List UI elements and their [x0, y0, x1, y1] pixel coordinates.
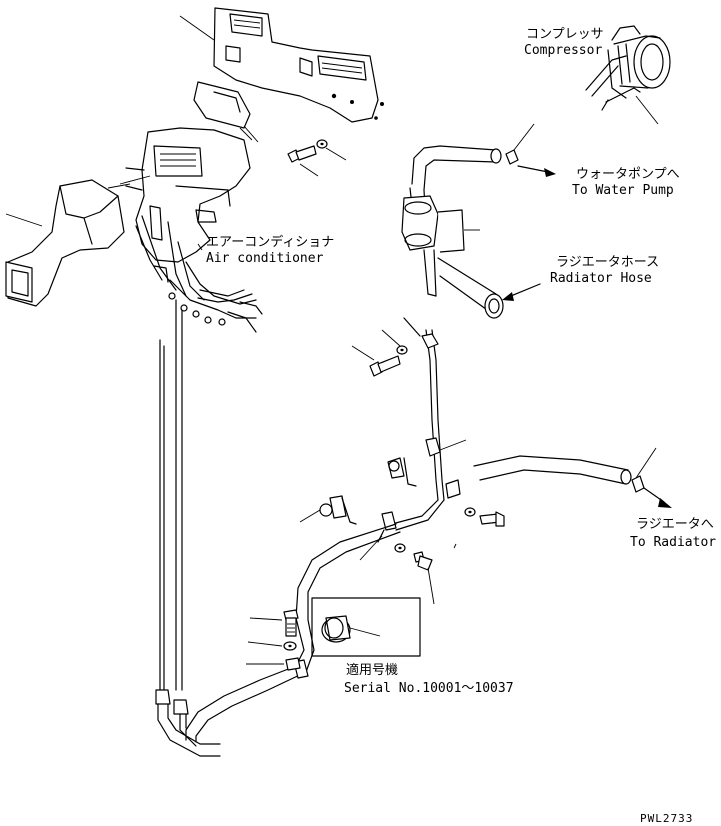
radiator-hose-end	[484, 293, 504, 319]
lower-hose-assembly	[299, 447, 657, 605]
serial-label-jp: 適用号機	[346, 662, 398, 678]
radiator-hose-label-jp: ラジエータホース	[556, 255, 659, 270]
to-radiator-label-jp: ラジエータへ	[636, 517, 714, 532]
bolt-washer-lower-left	[246, 609, 301, 671]
compressor-label-jp: コンプレッサ	[526, 27, 604, 42]
text-labels: コンプレッサ Compressor ウォータポンプへ To Water Pump…	[206, 27, 716, 825]
serial-inset	[311, 597, 421, 657]
aircon-label-jp: エアーコンディショナ	[206, 234, 334, 250]
main-lower-hose	[185, 523, 401, 743]
aircon-label-en: Air conditioner	[206, 251, 324, 266]
water-pump-label-jp: ウォータポンプへ	[576, 167, 680, 182]
water-pump-hose	[401, 123, 535, 313]
leader-lines	[119, 15, 215, 251]
compressor	[585, 25, 671, 125]
compressor-label-en: Compressor	[524, 43, 602, 58]
vertical-pipes-left	[155, 299, 221, 757]
center-pipe	[381, 317, 467, 501]
left-vent-duct	[5, 179, 131, 307]
water-pump-label-en: To Water Pump	[572, 183, 674, 198]
serial-label-en: Serial No.10001～10037	[344, 681, 514, 696]
upper-duct-assembly	[193, 7, 384, 143]
bolt-washer-middle	[351, 345, 408, 377]
air-conditioner-unit	[125, 127, 263, 333]
destination-arrows	[502, 165, 672, 508]
radiator-hose-label-en: Radiator Hose	[550, 271, 652, 286]
bolt-washer-upper	[287, 139, 347, 177]
drawing-id: PWL2733	[640, 812, 693, 825]
to-radiator-label-en: To Radiator	[630, 535, 716, 550]
